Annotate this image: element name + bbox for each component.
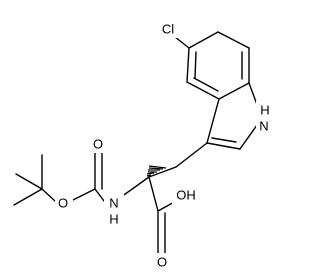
bond-c4-c3 xyxy=(217,31,250,49)
bond-c3a-c6 xyxy=(186,81,220,100)
acid-carbonyl-o-label: O xyxy=(157,255,167,270)
acid-oh-label: OH xyxy=(176,188,196,203)
bond-c2-c3 xyxy=(206,142,241,150)
chlorine-label: Cl xyxy=(162,22,174,37)
bond-c3-cbeta xyxy=(175,142,208,168)
boc-carbonyl-o-label: O xyxy=(93,137,103,152)
chemical-structure-diagram: Cl H N OH O N H O O xyxy=(13,20,272,271)
bonds xyxy=(13,31,263,254)
bond-cbeta-calpha xyxy=(148,166,177,178)
bond-c3-c3a xyxy=(206,98,220,144)
bond-c5-c4 xyxy=(188,31,219,49)
bond-ctert-me2 xyxy=(15,173,43,190)
bond-c5-c6 xyxy=(186,47,190,83)
bond-c7a-c3a xyxy=(218,82,250,100)
ester-o-label: O xyxy=(58,196,68,211)
atom-labels: Cl H N OH O N H O O xyxy=(55,20,272,271)
bond-c5-c6-inner xyxy=(194,51,197,79)
bond-c2-c3-inner xyxy=(211,137,237,143)
stereo-hash-bond xyxy=(146,165,167,177)
bond-oester-ctert xyxy=(41,188,56,202)
amide-n-label: N xyxy=(109,196,118,211)
bond-ctert-me3 xyxy=(13,188,43,206)
bond-calpha-n xyxy=(120,176,150,198)
amide-nh-h-label: H xyxy=(109,212,118,227)
bond-calpha-ccooh xyxy=(148,176,159,212)
indole-n-label: N xyxy=(259,119,268,134)
indole-nh-h-label: H xyxy=(260,103,269,118)
bond-c3a-c6-inner xyxy=(193,77,219,92)
